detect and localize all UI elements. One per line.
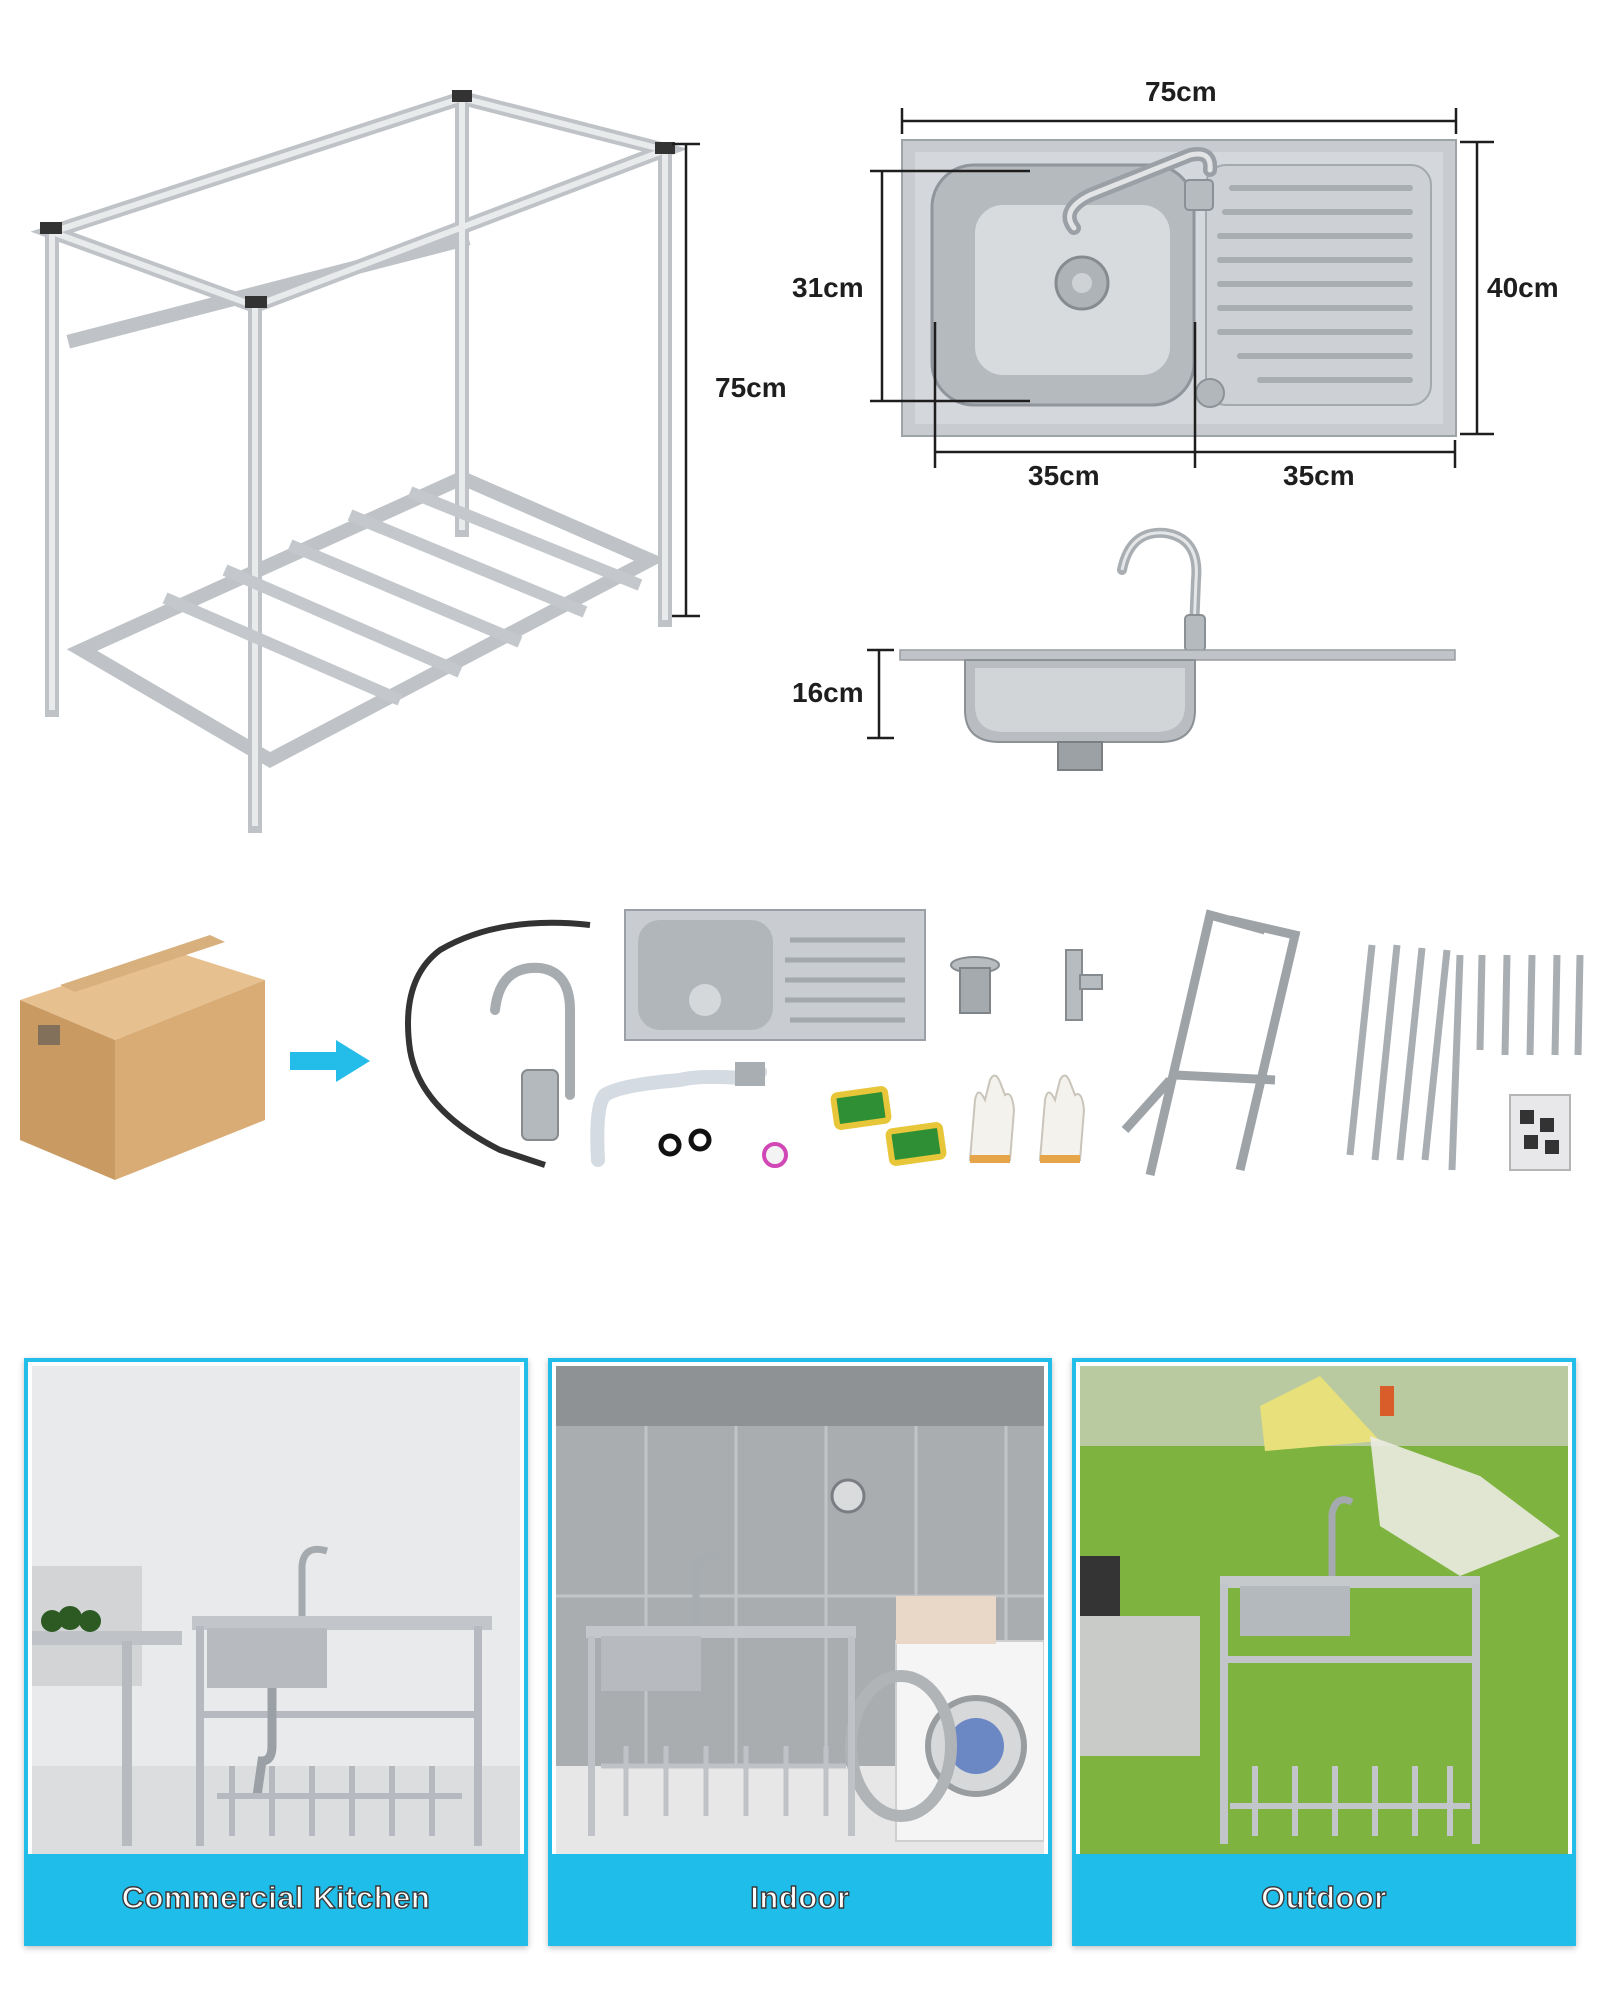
sink-frame-illustration [30, 90, 689, 833]
scene-label-indoor: Indoor [750, 1879, 850, 1915]
frame-height-dimension-line [672, 142, 700, 618]
arrow-right-icon [290, 1040, 370, 1082]
scene-label-outdoor: Outdoor [1260, 1879, 1387, 1915]
drainboard-length-label: 35cm [1283, 460, 1355, 491]
scene-card-outdoor: Outdoor [1072, 1358, 1576, 1946]
commercial-kitchen-photo [32, 1366, 520, 1854]
frame-height-label: 75cm [715, 372, 787, 403]
scene-banner-commercial-kitchen: Commercial Kitchen [28, 1854, 524, 1942]
sink-length-label: 75cm [1145, 76, 1217, 107]
parts-illustration [20, 909, 1584, 1180]
sink-top-view [870, 108, 1494, 468]
basin-length-label: 35cm [1028, 460, 1100, 491]
outdoor-photo [1080, 1366, 1568, 1854]
basin-width-label: 31cm [792, 272, 864, 303]
cardboard-box-icon [20, 935, 265, 1180]
scene-card-indoor: Indoor [548, 1358, 1052, 1946]
scene-card-commercial-kitchen: Commercial Kitchen [24, 1358, 528, 1946]
scene-banner-outdoor: Outdoor [1076, 1854, 1572, 1942]
basin-depth-label: 16cm [792, 677, 864, 708]
sink-side-view [867, 527, 1456, 771]
scene-label-commercial-kitchen: Commercial Kitchen [121, 1879, 431, 1915]
indoor-photo [556, 1366, 1044, 1854]
scene-banner-indoor: Indoor [552, 1854, 1048, 1942]
sink-width-label: 40cm [1487, 272, 1559, 303]
